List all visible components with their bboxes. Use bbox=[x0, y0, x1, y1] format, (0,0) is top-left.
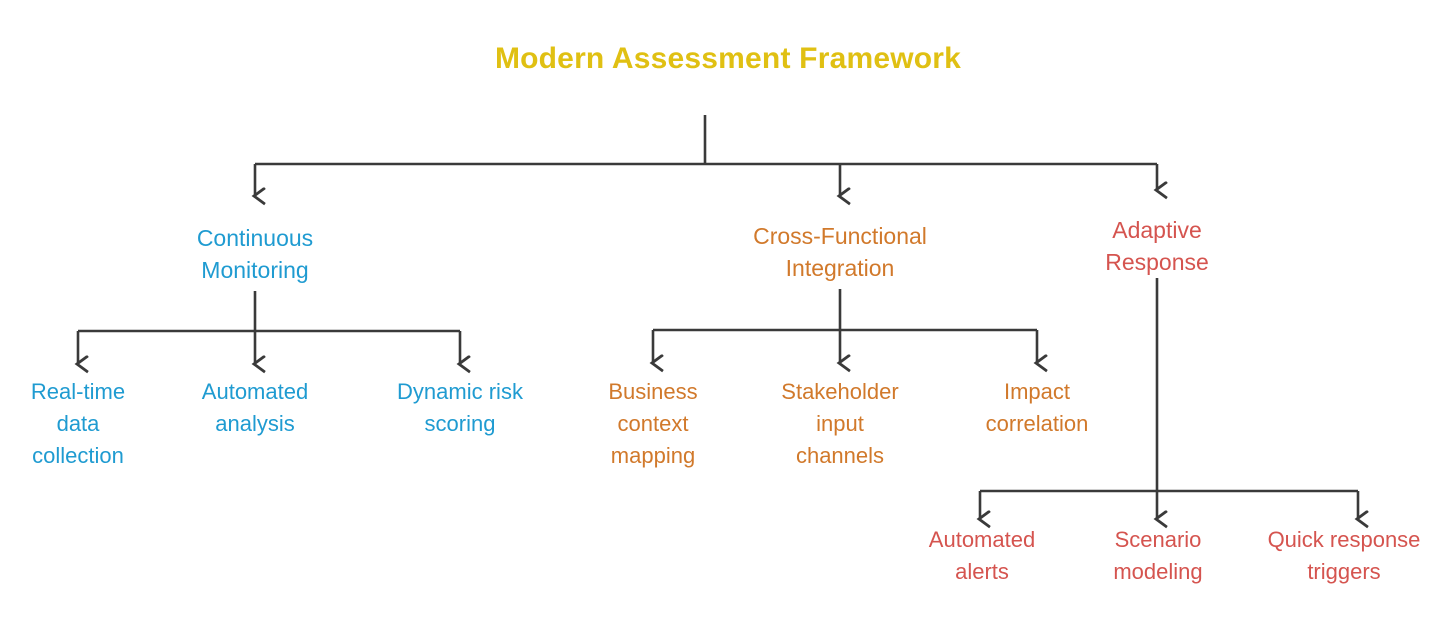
page-title: Modern Assessment Framework bbox=[494, 42, 962, 75]
leaf-label-business-context-mapping: Business context mapping bbox=[608, 379, 698, 468]
branch-label-cross-functional-integration: Cross-Functional Integration bbox=[753, 223, 927, 281]
leaf-label-scenario-modeling: Scenario modeling bbox=[1113, 527, 1203, 584]
leaf-label-dynamic-risk-scoring: Dynamic risk scoring bbox=[397, 379, 523, 436]
branch-label-continuous-monitoring: Continuous Monitoring bbox=[196, 225, 314, 283]
leaf-label-impact-correlation: Impact correlation bbox=[985, 379, 1089, 436]
leaf-label-automated-analysis: Automated analysis bbox=[201, 379, 309, 436]
branch-label-adaptive-response: Adaptive Response bbox=[1105, 217, 1209, 275]
leaf-label-automated-alerts: Automated alerts bbox=[928, 527, 1036, 584]
leaf-label-quick-response-triggers: Quick response triggers bbox=[1267, 527, 1421, 584]
leaf-label-real-time-data-collection: Real-time data collection bbox=[30, 379, 126, 468]
leaf-label-stakeholder-input-channels: Stakeholder input channels bbox=[781, 379, 899, 468]
